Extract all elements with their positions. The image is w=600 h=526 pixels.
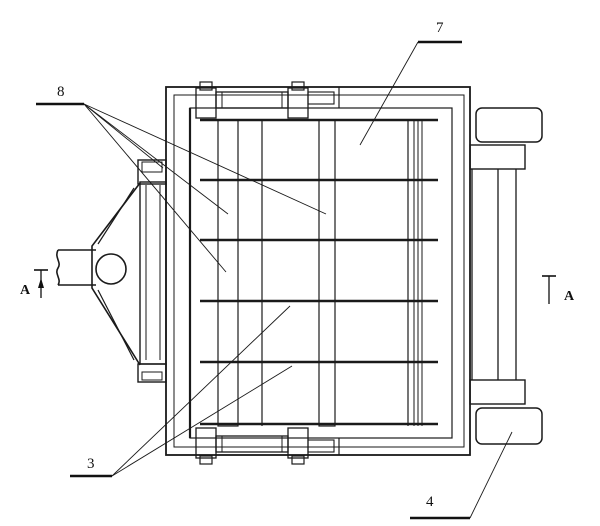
main-frame (165, 86, 471, 456)
vertical-slats (217, 119, 423, 427)
callout-7-label: 7 (436, 20, 444, 36)
callout-4: 4 (410, 431, 513, 520)
callout-4-label: 4 (426, 494, 434, 510)
section-marker-left: A (20, 269, 48, 298)
section-left-label: A (20, 283, 31, 298)
callout-8-label: 8 (57, 84, 65, 100)
wheel-bottom (475, 407, 543, 445)
hitch-pin (95, 253, 127, 285)
callout-3: 3 (70, 305, 293, 478)
bottom-shaft-assembly (195, 427, 335, 465)
top-shaft-assembly (195, 81, 335, 119)
section-right-label: A (564, 289, 575, 304)
callout-8: 8 (36, 84, 327, 273)
section-marker-right: A (542, 275, 575, 304)
tow-hitch (56, 159, 167, 383)
callout-7: 7 (359, 20, 462, 146)
callout-3-label: 3 (87, 456, 95, 472)
rear-axle (469, 107, 543, 445)
horizontal-rods (200, 118, 438, 426)
wheel-top (475, 107, 543, 143)
